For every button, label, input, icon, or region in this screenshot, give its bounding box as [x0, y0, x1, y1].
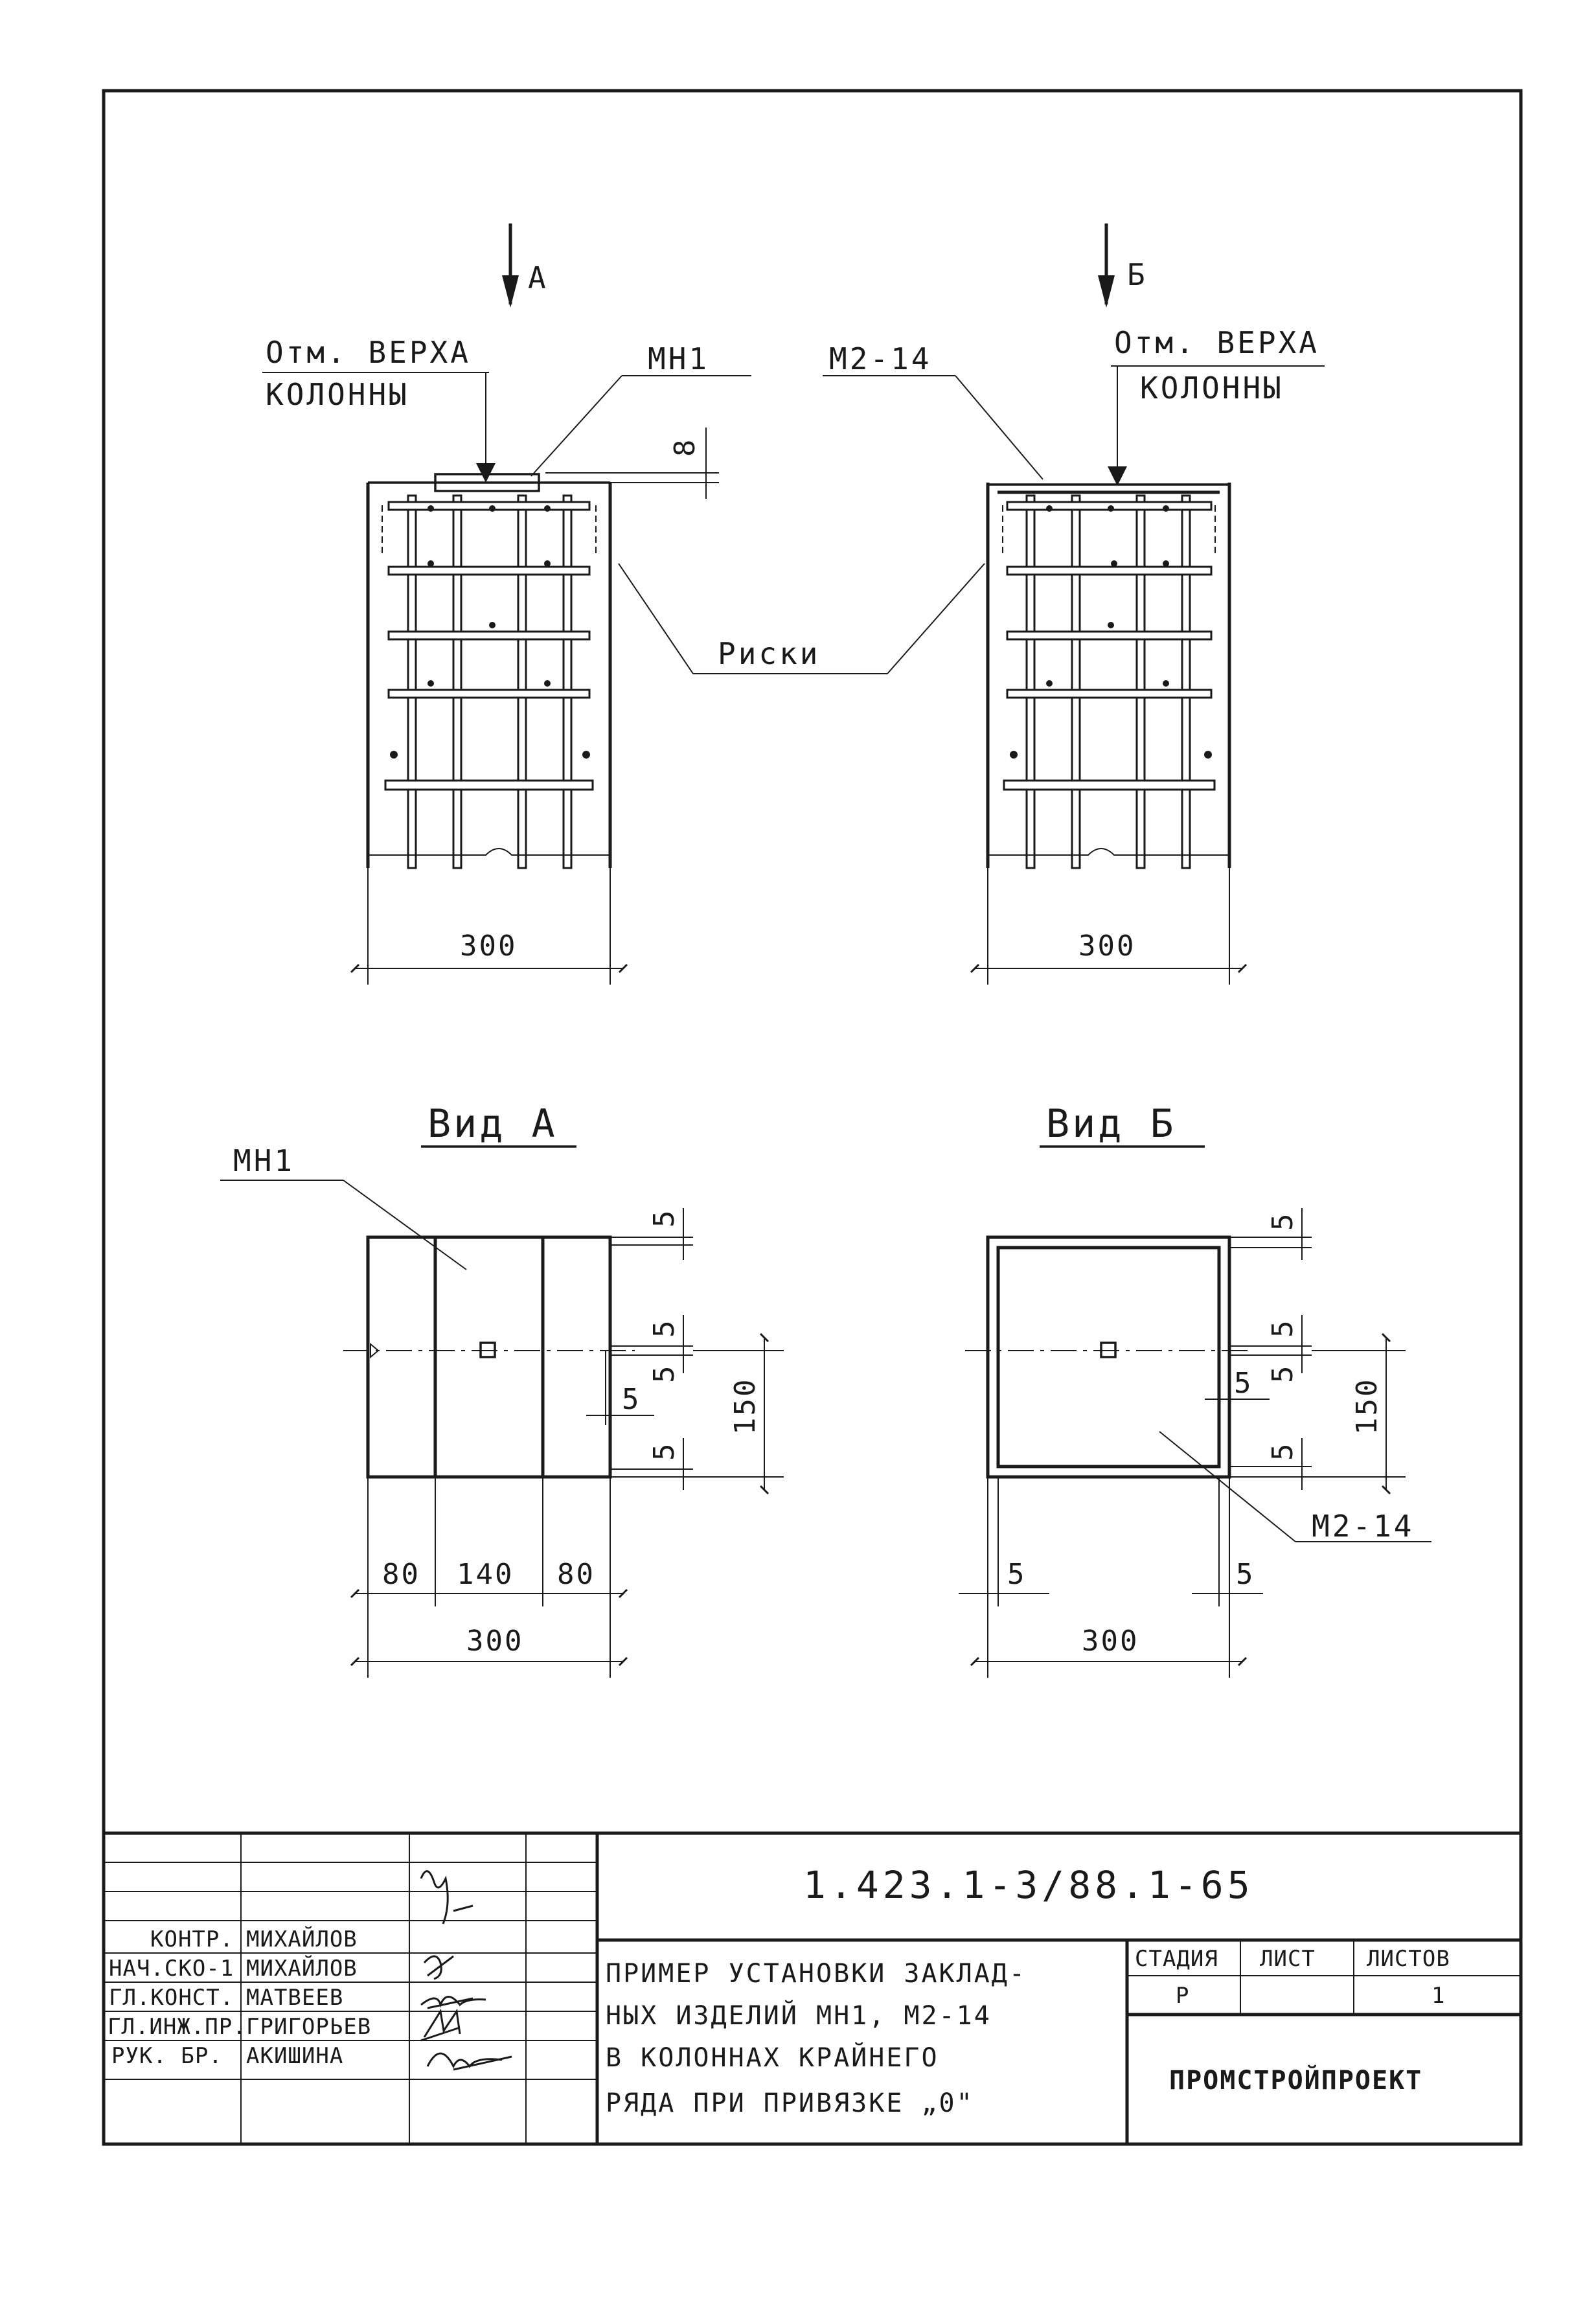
description-line-3: В КОЛОННАХ КРАЙНЕГО — [606, 2042, 939, 2073]
description-line-1: ПРИМЕР УСТАНОВКИ ЗАКЛАД- — [606, 1959, 1027, 1989]
stage-header: СТАДИЯ — [1135, 1946, 1218, 1972]
view-b-dim-inner: 5 — [1234, 1367, 1253, 1400]
elevation-right: Б М2-14 Отм. ВЕРХА КОЛОННЫ 300 — [823, 223, 1325, 985]
section-label-a: А — [528, 260, 549, 295]
embedded-plate-mn1 — [434, 473, 540, 492]
top-mark-label-line1: Отм. ВЕРХА — [1114, 325, 1319, 360]
view-b-dim-right-lower: 5 — [1266, 1442, 1299, 1461]
view-a: Вид А МН1 5 5 5 5 5 150 8 — [220, 1101, 784, 1678]
rebar-vertical — [1181, 494, 1191, 869]
column-break-line — [988, 848, 1229, 856]
view-a-dim-right: 80 — [557, 1558, 595, 1591]
name-2: МИХАЙЛОВ — [246, 1955, 358, 1982]
width-dimension: 300 — [460, 930, 517, 963]
width-dimension: 300 — [1078, 930, 1135, 963]
rebar-stirrup — [384, 779, 594, 791]
view-b-plate-leader — [1159, 1431, 1296, 1542]
rebar-vertical — [1071, 494, 1081, 869]
column-break-line — [368, 848, 610, 856]
view-a-dim-right-upper: 5 — [648, 1319, 681, 1338]
section-arrow-a-head — [502, 275, 519, 308]
plate-label-leader — [955, 375, 1043, 480]
view-a-dim-right-mid: 5 — [648, 1364, 681, 1384]
plate-label-leader — [530, 375, 622, 477]
view-a-plate-leader — [343, 1180, 467, 1270]
view-b-title: Вид Б — [1046, 1101, 1176, 1147]
view-a-mark-left — [370, 1342, 380, 1359]
title-block: КОНТР. НАЧ.СКО-1 ГЛ.КОНСТ. ГЛ.ИНЖ.ПР. РУ… — [104, 1831, 1521, 2144]
view-b-dim-total: 300 — [1082, 1625, 1139, 1658]
view-b-dim-height: 150 — [1351, 1378, 1384, 1435]
rebar-stirrup — [1006, 565, 1213, 576]
view-a-plate-label: МН1 — [233, 1143, 295, 1178]
rebar-vertical — [407, 494, 417, 869]
rebar-stirrup — [1003, 779, 1216, 791]
view-b-plate-label: М2-14 — [1312, 1509, 1414, 1544]
view-a-dim-height: 150 — [729, 1378, 762, 1435]
plate-label-m2-14: М2-14 — [829, 341, 931, 376]
top-mark-arrowhead — [476, 463, 496, 483]
view-b-dim-top: 5 — [1266, 1212, 1299, 1231]
description-line-2: НЫХ ИЗДЕЛИЙ МН1, М2-14 — [606, 2000, 992, 2031]
role-1: КОНТР. — [150, 1926, 234, 1952]
view-a-dim-right-lower: 5 — [648, 1442, 681, 1461]
document-code: 1.423.1-3/88.1-65 — [803, 1863, 1254, 1907]
view-b-center-mark — [1100, 1342, 1117, 1358]
rebar-stirrup — [387, 501, 591, 511]
top-mark-label-line1: Отм. ВЕРХА — [266, 335, 471, 370]
rebar-vertical — [1135, 494, 1146, 869]
view-a-center-mark — [479, 1342, 496, 1358]
sheets-value: 1 — [1431, 1983, 1445, 2009]
name-4: ГРИГОРЬЕВ — [246, 2014, 371, 2040]
view-a-dim-top: 5 — [648, 1209, 681, 1228]
sheet-header: ЛИСТ — [1260, 1946, 1316, 1972]
view-b-dim-right-edge: 5 — [1236, 1558, 1255, 1591]
view-a-title: Вид А — [428, 1101, 558, 1147]
top-mark-arrowhead — [1108, 466, 1127, 486]
plate-label-mn1: МН1 — [648, 341, 709, 376]
rebar-vertical — [562, 494, 573, 869]
rebar-vertical — [452, 494, 462, 869]
role-2: НАЧ.СКО-1 — [109, 1956, 234, 1982]
view-b-dim-right-mid: 5 — [1266, 1364, 1299, 1384]
section-label-b: Б — [1127, 257, 1148, 292]
rebar-stirrup — [387, 565, 591, 576]
rebar-vertical — [1025, 494, 1036, 869]
name-5: АКИШИНА — [246, 2043, 343, 2069]
organization-name: ПРОМСТРОЙПРОЕКТ — [1169, 2064, 1422, 2096]
signatures — [420, 1870, 512, 2071]
view-b-dim-right-upper: 5 — [1266, 1319, 1299, 1338]
rebar-stirrup — [387, 689, 591, 699]
description-line-4: РЯДА ПРИ ПРИВЯЗКЕ „0" — [606, 2088, 974, 2118]
role-5: РУК. БР. — [111, 2043, 223, 2069]
view-b-dim-left-edge: 5 — [1007, 1558, 1027, 1591]
section-arrow-b-head — [1098, 275, 1115, 308]
gap-dimension: 8 — [668, 438, 701, 457]
role-3: ГЛ.КОНСТ. — [109, 1985, 234, 2011]
top-mark-label-line2: КОЛОННЫ — [1140, 371, 1284, 406]
view-b: Вид Б 5 5 5 5 5 150 М2-14 — [959, 1101, 1431, 1678]
stage-value: Р — [1176, 1983, 1189, 2009]
name-1: МИХАЙЛОВ — [246, 1926, 358, 1952]
view-a-plate-outline — [433, 1235, 545, 1479]
name-3: МАТВЕЕВ — [246, 1985, 343, 2011]
rebar-stirrup — [387, 630, 591, 641]
sheet-frame — [102, 89, 1523, 2146]
rebar-stirrup — [1006, 689, 1213, 699]
sheets-header: ЛИСТОВ — [1367, 1946, 1450, 1972]
marks-callout: Риски — [618, 563, 985, 674]
rebar-stirrup — [1006, 630, 1213, 641]
view-a-dim-middle: 140 — [457, 1558, 514, 1591]
rebar-vertical — [517, 494, 527, 869]
elevation-left: А Отм. ВЕРХА КОЛОННЫ МН1 — [262, 223, 751, 985]
marks-label: Риски — [718, 636, 820, 671]
view-b-column-outline — [986, 1235, 1231, 1479]
view-a-dim-total: 300 — [466, 1625, 523, 1658]
view-a-dim-inner: 5 — [622, 1383, 641, 1416]
role-4: ГЛ.ИНЖ.ПР. — [108, 2014, 247, 2040]
top-mark-label-line2: КОЛОННЫ — [266, 377, 409, 412]
view-a-dim-left: 80 — [382, 1558, 420, 1591]
